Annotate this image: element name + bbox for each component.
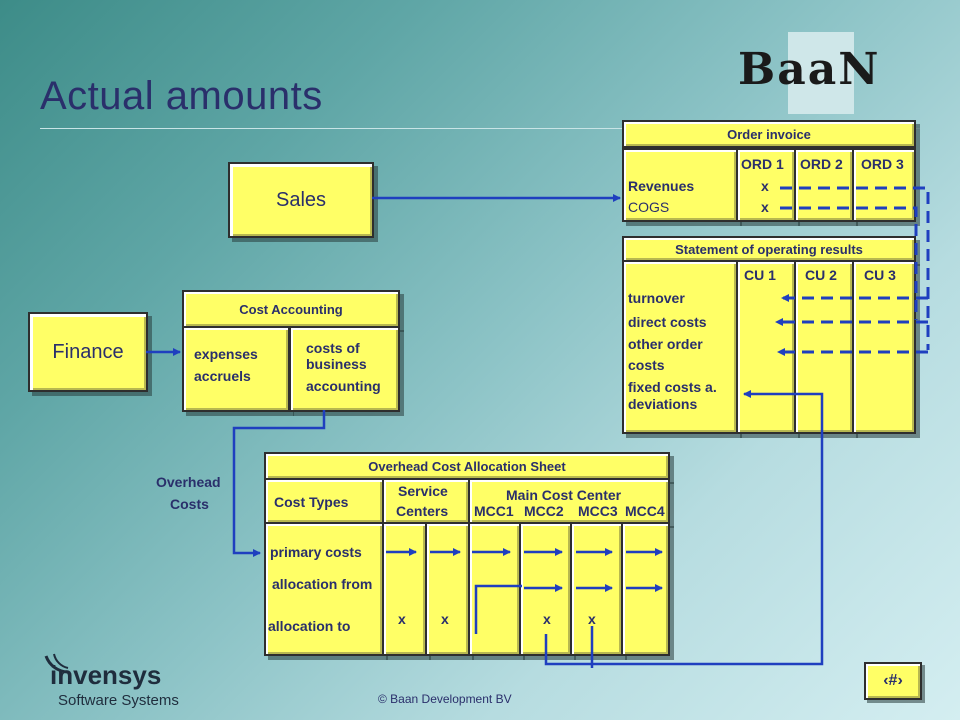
invensys-logo-mark: [44, 653, 69, 674]
cogs-dashed-line: [780, 206, 918, 320]
order-invoice-header: Order invoice: [622, 120, 916, 148]
col-cu2: CU 2: [805, 267, 837, 283]
row-other-order: other order: [628, 336, 703, 352]
cost-types-label: Cost Types: [274, 494, 349, 510]
accounting-label: accounting: [306, 378, 381, 394]
centers-label: Centers: [396, 503, 449, 519]
sales-box: Sales: [228, 162, 374, 238]
row-turnover: turnover: [628, 290, 685, 306]
baan-logo: BaaN: [738, 44, 881, 95]
allocation-from-label: allocation from: [272, 576, 373, 592]
statement-cu2-col: [794, 260, 854, 434]
page-number-box: ‹#›: [864, 662, 922, 700]
row-direct-costs: direct costs: [628, 314, 707, 330]
expenses-label: expenses: [194, 346, 258, 362]
copyright-footer: © Baan Development BV: [378, 692, 512, 706]
col-cu1: CU 1: [744, 267, 776, 283]
ocas-header: Overhead Cost Allocation Sheet: [264, 452, 670, 480]
col-ord3: ORD 3: [861, 156, 904, 172]
revenues-dashed-line: [780, 186, 930, 350]
cost-accounting-right: [289, 326, 400, 412]
mark-mcc2: x: [543, 611, 551, 627]
ocas-to-statement-arrow: [544, 390, 824, 666]
order-invoice-ord1-col: [736, 148, 796, 222]
mark-sc1: x: [398, 611, 406, 627]
primary-costs-label: primary costs: [270, 544, 362, 560]
order-invoice-ord2-col: [794, 148, 854, 222]
costs-label: Costs: [170, 496, 209, 512]
row-deviations: deviations: [628, 396, 698, 412]
mcc4-label: MCC4: [625, 503, 665, 519]
page-title: Actual amounts: [40, 74, 323, 118]
statement-cu3-col: [852, 260, 916, 434]
allocation-to-label: allocation to: [268, 618, 351, 634]
mark-sc2: x: [441, 611, 449, 627]
mcc1-label: MCC1: [474, 503, 514, 519]
finance-label: Finance: [52, 340, 124, 363]
invensys-logo: invensys: [50, 660, 162, 690]
cost-accounting-left: [182, 326, 290, 412]
order-invoice-ord3-col: [852, 148, 916, 222]
row-revenues: Revenues: [628, 178, 695, 194]
mark-cogs: x: [761, 199, 769, 215]
service-label: Service: [398, 483, 448, 499]
col-ord2: ORD 2: [800, 156, 843, 172]
costs-of-label: costs of: [306, 340, 360, 356]
main-cost-center-label: Main Cost Center: [506, 487, 622, 503]
mcc3-label: MCC3: [578, 503, 618, 519]
row-costs: costs: [628, 357, 665, 373]
business-label: business: [306, 356, 367, 372]
finance-box: Finance: [28, 312, 148, 392]
logo-backdrop: [788, 32, 854, 114]
software-systems-label: Software Systems: [58, 692, 179, 709]
statement-cu1-col: [736, 260, 796, 434]
col-cu3: CU 3: [864, 267, 896, 283]
row-cogs: COGS: [628, 199, 670, 215]
allocation-loop-line: [474, 584, 594, 668]
sales-label: Sales: [275, 188, 327, 211]
overhead-label: Overhead: [156, 474, 221, 490]
col-ord1: ORD 1: [741, 156, 784, 172]
title-divider: [40, 128, 920, 129]
row-fixed-costs: fixed costs a.: [628, 379, 717, 395]
page-number: ‹#›: [883, 672, 903, 689]
accruels-label: accruels: [194, 368, 251, 384]
mcc2-label: MCC2: [524, 503, 564, 519]
mark-revenues: x: [761, 178, 769, 194]
order-invoice-label-col: [622, 148, 738, 222]
cost-accounting-header: Cost Accounting: [182, 290, 400, 328]
mark-mcc3: x: [588, 611, 596, 627]
costacct-to-ocas-arrow: [232, 410, 326, 557]
